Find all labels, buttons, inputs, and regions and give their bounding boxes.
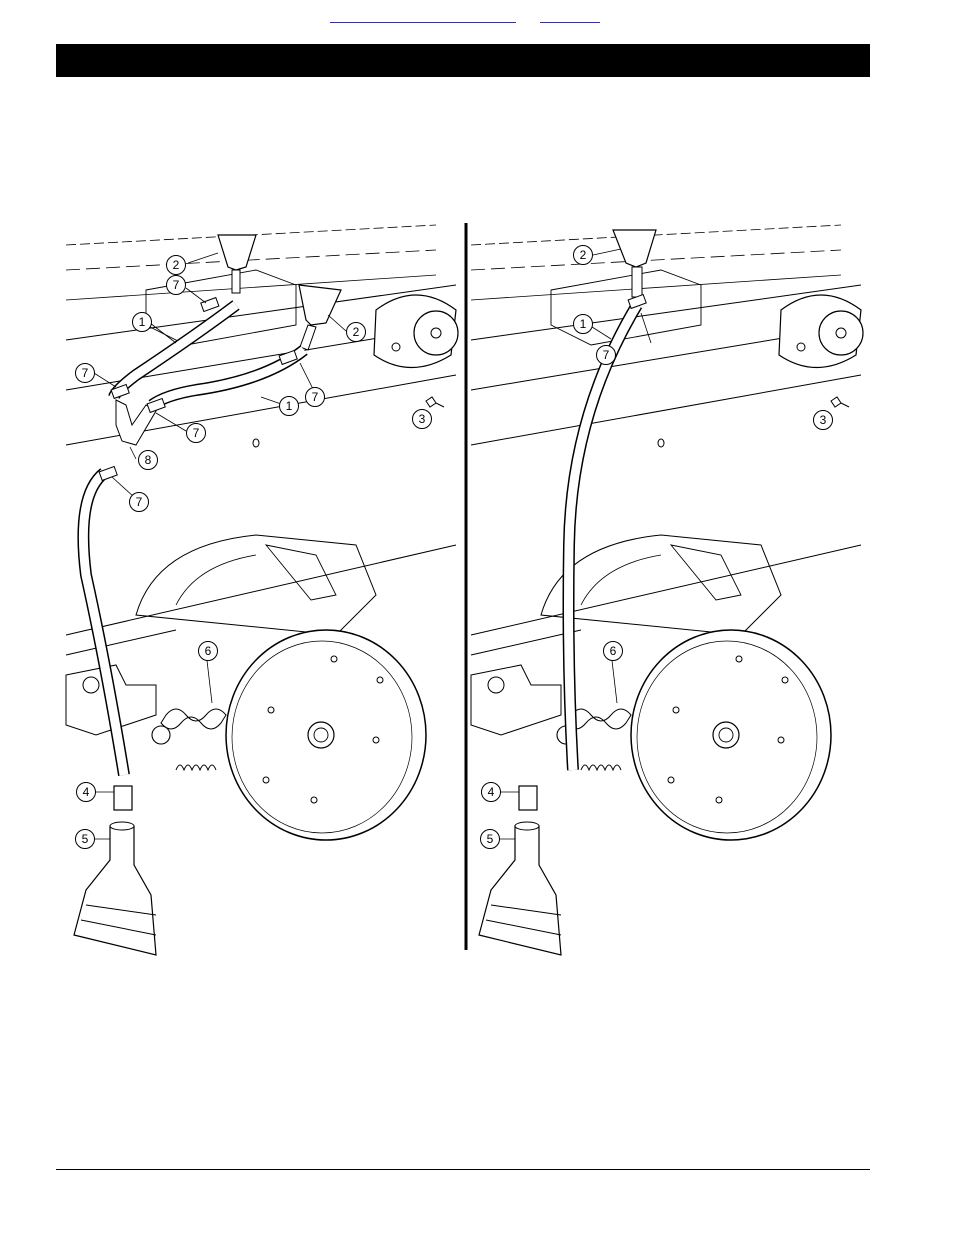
left-callout-label: 2: [173, 258, 180, 272]
right-callout-label: 1: [580, 317, 587, 331]
left-callout-2: 2: [167, 256, 186, 275]
footer-divider: [56, 1169, 870, 1170]
left-callout-4: 4: [77, 783, 96, 802]
left-callout-label: 6: [205, 644, 212, 658]
left-callout-7: 7: [130, 493, 149, 512]
header-link-secondary[interactable]: [540, 8, 600, 23]
left-callout-label: 5: [82, 832, 89, 846]
right-callout-3: 3: [814, 411, 833, 430]
right-callout-label: 2: [580, 248, 587, 262]
left-callout-label: 3: [419, 412, 426, 426]
left-callout-6: 6: [199, 642, 218, 661]
right-callout-label: 5: [487, 832, 494, 846]
right-callout-label: 7: [603, 348, 610, 362]
right-callout-7: 7: [597, 346, 616, 365]
section-title-bar: [56, 44, 870, 77]
right-callout-label: 4: [488, 785, 495, 799]
left-callout-label: 7: [82, 366, 89, 380]
left-callout-label: 7: [312, 390, 319, 404]
panel-dual-hose: [66, 225, 458, 955]
left-callout-label: 7: [193, 426, 200, 440]
left-callout-7: 7: [306, 388, 325, 407]
left-callout-label: 1: [286, 399, 293, 413]
left-callout-1: 1: [280, 397, 299, 416]
right-callout-1: 1: [574, 315, 593, 334]
right-callout-4: 4: [482, 783, 501, 802]
right-callout-label: 3: [820, 413, 827, 427]
right-callout-label: 6: [610, 644, 617, 658]
right-callout-5: 5: [481, 830, 500, 849]
header-link-primary[interactable]: [330, 8, 516, 23]
left-callout-2: 2: [347, 323, 366, 342]
left-callout-label: 7: [136, 495, 143, 509]
left-callout-label: 4: [83, 785, 90, 799]
left-callout-5: 5: [76, 830, 95, 849]
left-callout-7: 7: [167, 276, 186, 295]
left-callout-7: 7: [76, 364, 95, 383]
right-callout-2: 2: [574, 246, 593, 265]
left-callout-7: 7: [187, 424, 206, 443]
left-callout-8: 8: [139, 451, 158, 470]
left-callout-label: 2: [353, 325, 360, 339]
left-callout-3: 3: [413, 410, 432, 429]
left-callout-label: 8: [145, 453, 152, 467]
panel-single-hose: [471, 225, 863, 955]
left-callout-label: 1: [139, 315, 146, 329]
left-callout-1: 1: [133, 313, 152, 332]
right-callout-6: 6: [604, 642, 623, 661]
left-callout-label: 7: [173, 278, 180, 292]
